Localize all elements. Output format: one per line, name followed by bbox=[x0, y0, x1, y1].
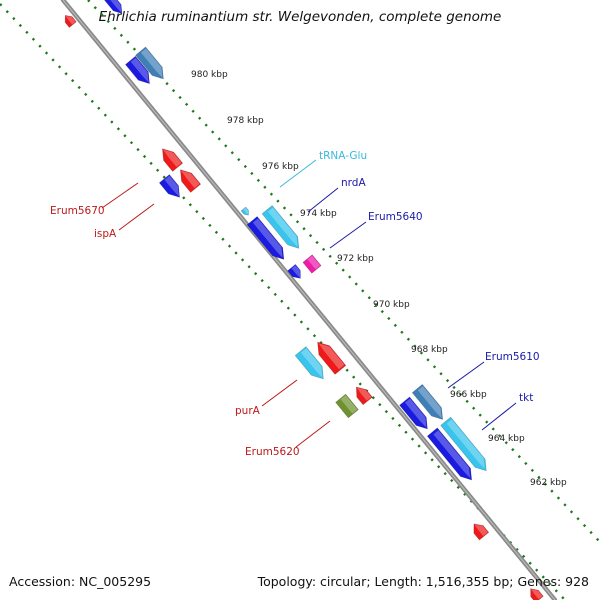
gene-arrow bbox=[125, 55, 150, 85]
gene-arrow bbox=[135, 46, 164, 80]
gene-arrow-highlight bbox=[446, 419, 485, 469]
gene-arrow-highlight bbox=[252, 218, 283, 258]
gene-arrow-shape bbox=[294, 346, 324, 380]
map-title: Ehrlichia ruminantium str. Welgevonden, … bbox=[98, 9, 502, 25]
tick-track-outer bbox=[87, 0, 600, 543]
gene-arrow-highlight bbox=[417, 386, 442, 419]
scale-labels: 980 kbp 978 kbp 976 kbp 974 kbp 972 kbp … bbox=[191, 70, 567, 488]
gene-arrow bbox=[440, 416, 487, 472]
gene-arrow bbox=[180, 169, 202, 193]
gene-label-tkt: tkt bbox=[519, 392, 533, 404]
gene-label-pura: purA bbox=[235, 405, 261, 417]
gene-label-erum5640: Erum5640 bbox=[368, 211, 423, 223]
scale-label: 978 kbp bbox=[227, 116, 264, 126]
gene-label-erum5620: Erum5620 bbox=[245, 446, 300, 458]
scale-label: 964 kbp bbox=[488, 434, 525, 444]
gene-arrow bbox=[287, 263, 301, 279]
gene-arrow-shape bbox=[246, 216, 285, 260]
gene-arrow-shape bbox=[411, 383, 444, 420]
scale-label: 962 kbp bbox=[530, 478, 567, 488]
gene-arrow bbox=[355, 386, 373, 406]
gene-label-erum5670: Erum5670 bbox=[50, 205, 105, 217]
gene-arrow-shape bbox=[103, 0, 123, 14]
gene-arrow-highlight bbox=[65, 15, 76, 25]
gene-arrow-shape bbox=[125, 55, 150, 85]
gene-arrow-shape bbox=[261, 205, 300, 249]
scale-label: 970 kbp bbox=[373, 300, 410, 310]
gene-arrow-shape bbox=[440, 416, 487, 472]
gene-labels: tRNA-Glu nrdA Erum5640 Erum5610 tkt Erum… bbox=[50, 150, 540, 458]
gene-arrow-highlight bbox=[267, 207, 298, 247]
scale-label: 974 kbp bbox=[300, 209, 337, 219]
gene-arrow-highlight bbox=[130, 57, 149, 83]
scale-label: 966 kbp bbox=[450, 390, 487, 400]
gene-arrow-highlight bbox=[140, 48, 163, 78]
gene-arrow-shape bbox=[355, 386, 373, 406]
gene-arrow-highlight bbox=[108, 0, 122, 13]
gene-arrow-highlight bbox=[530, 589, 543, 600]
gene-arrow-shape bbox=[180, 169, 202, 193]
gene-arrow bbox=[64, 15, 77, 28]
gene-arrow-highlight bbox=[433, 430, 471, 479]
gene-arrow-shape bbox=[287, 263, 301, 279]
gene-arrow-highlight bbox=[356, 387, 372, 401]
gene-arrow bbox=[399, 396, 428, 430]
gene-arrow bbox=[103, 0, 123, 14]
gene-arrow-highlight bbox=[404, 398, 427, 428]
gene-arrow-shape bbox=[530, 588, 544, 600]
gene-arrow-highlight bbox=[291, 265, 301, 278]
gene-label-erum5610: Erum5610 bbox=[485, 351, 540, 363]
gene-arrow bbox=[246, 216, 285, 260]
gene-arrow-shape bbox=[162, 148, 184, 172]
trna-marker-highlight bbox=[243, 207, 249, 215]
scale-label: 968 kbp bbox=[411, 345, 448, 355]
gene-box-shape bbox=[335, 393, 359, 419]
gene-arrow-highlight bbox=[164, 175, 180, 197]
trna-marker bbox=[240, 206, 249, 216]
gene-arrow bbox=[294, 346, 324, 380]
gene-box bbox=[335, 393, 359, 419]
label-leader-lines bbox=[101, 159, 517, 448]
scale-label: 972 kbp bbox=[337, 254, 374, 264]
trna-marker-shape bbox=[240, 206, 249, 216]
gene-arrow-highlight bbox=[162, 149, 182, 167]
gene-arrow bbox=[530, 588, 544, 600]
gene-box-highlight bbox=[340, 395, 358, 414]
genome-summary: Topology: circular; Length: 1,516,355 bp… bbox=[257, 574, 589, 589]
gene-arrow bbox=[317, 341, 347, 375]
gene-arrow-highlight bbox=[474, 524, 488, 537]
accession-label: Accession: NC_005295 bbox=[9, 574, 152, 589]
gene-arrow-shape bbox=[426, 427, 473, 481]
gene-arrow-highlight bbox=[180, 170, 200, 188]
gene-arrow-shape bbox=[399, 396, 428, 430]
gene-box-shape bbox=[302, 254, 322, 274]
gene-label-ispa: ispA bbox=[94, 228, 117, 240]
gene-arrow-shape bbox=[317, 341, 347, 375]
gene-label-trna-glu: tRNA-Glu bbox=[319, 150, 367, 162]
gene-arrow bbox=[162, 148, 184, 172]
gene-arrow-shape bbox=[64, 15, 77, 28]
gene-arrow bbox=[261, 205, 300, 249]
gene-box bbox=[302, 254, 322, 274]
gene-arrow bbox=[426, 427, 473, 481]
gene-arrow-shape bbox=[158, 174, 180, 198]
gene-arrow-highlight bbox=[300, 348, 323, 378]
feature-layer bbox=[64, 0, 544, 600]
gene-arrow-shape bbox=[135, 46, 164, 80]
gene-arrow bbox=[158, 174, 180, 198]
gene-arrow bbox=[473, 523, 490, 541]
gene-arrow-highlight bbox=[318, 343, 345, 370]
gene-arrow bbox=[411, 383, 444, 420]
scale-label: 980 kbp bbox=[191, 70, 228, 80]
gene-arrow-shape bbox=[473, 523, 490, 541]
scale-label: 976 kbp bbox=[262, 162, 299, 172]
gene-label-nrda: nrdA bbox=[341, 177, 366, 189]
gene-box-highlight bbox=[307, 255, 321, 270]
